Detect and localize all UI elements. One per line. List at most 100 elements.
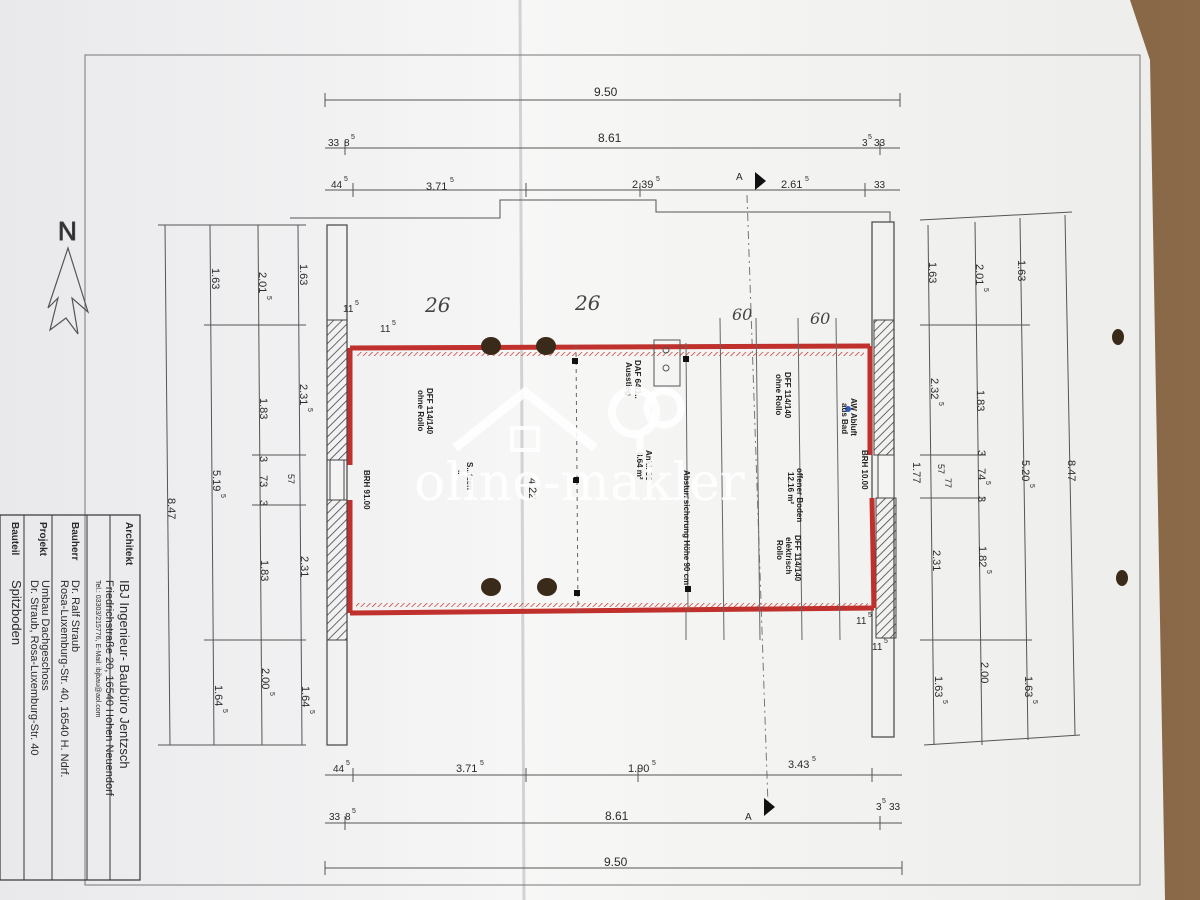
left-window-opening bbox=[329, 459, 345, 501]
dim-left-col3-c: 73 bbox=[257, 475, 269, 487]
dim-top-overall: 9.50 bbox=[594, 85, 618, 99]
watermark-window-icon bbox=[510, 426, 540, 452]
dim-left-col1-total: 8.47 bbox=[165, 498, 177, 519]
dim-bottom-right-a-sup: 5 bbox=[882, 798, 886, 805]
dim-bottom-left-b: 8 bbox=[345, 812, 351, 823]
dim-right-wall-b-sup: 5 bbox=[884, 638, 888, 645]
label-stuetzen-2: ... bbox=[456, 470, 465, 477]
label-stuetzen-1: S...tzen bbox=[465, 462, 474, 490]
title-bauteil-label: Bauteil bbox=[9, 522, 20, 556]
top-dimension-lines bbox=[324, 93, 901, 197]
dim-left-col4-e-sup: 5 bbox=[308, 710, 315, 714]
dim-left-wall-a: 11 bbox=[343, 304, 354, 315]
watermark-house-icon bbox=[452, 386, 598, 452]
dim-right-col3-c: 1.63 bbox=[1022, 676, 1034, 697]
north-arrow-icon bbox=[47, 246, 90, 335]
dim-right-col2-a: 2.01 bbox=[973, 264, 985, 285]
dim-top-seg3: 2.39 bbox=[632, 179, 653, 191]
dim-top-seg2-sup: 5 bbox=[450, 177, 454, 184]
right-dimension-lines bbox=[919, 211, 1081, 746]
title-bauherr-line1: Dr. Ralf Straub bbox=[69, 580, 81, 652]
column-marker bbox=[683, 356, 689, 362]
dim-left-wall-b-sup: 5 bbox=[392, 320, 396, 327]
dim-right-wall-a-sup: 5 bbox=[868, 612, 872, 619]
dim-bottom-right-b: 33 bbox=[889, 802, 901, 813]
dim-left-col3-small-1: 3 bbox=[257, 456, 269, 462]
dim-top-seg1: 44 bbox=[331, 180, 343, 191]
dim-bottom-seg2-sup: 5 bbox=[480, 760, 484, 767]
dim-right-col1-e: 1.63 bbox=[932, 676, 944, 697]
label-daf-1: DAF 64/1.. bbox=[633, 360, 642, 399]
right-window-opening bbox=[877, 454, 895, 499]
label-dff-el-1: DFF 114/140 bbox=[793, 535, 802, 582]
dim-top-left-a: 33 bbox=[328, 138, 340, 149]
label-brh-left: BRH 91.00 bbox=[362, 470, 371, 510]
dim-left-col2-a: 1.63 bbox=[209, 268, 221, 289]
title-architekt-line2: Friedrichstraße 20, 16540 Hohen Neuendor… bbox=[103, 580, 115, 797]
title-bauherr-line2: Rosa-Luxemburg-Str. 40, 16540 H. Ndrf. bbox=[58, 580, 70, 777]
dim-right-col3-c-sup: 5 bbox=[1031, 700, 1038, 704]
dim-left-col3-small-2: 3 bbox=[257, 500, 269, 506]
dim-top-left-b-sup: 5 bbox=[351, 134, 355, 141]
exhaust-marker bbox=[845, 406, 851, 412]
label-aw-2: aus Bad bbox=[840, 403, 849, 434]
dim-top-seg5: 33 bbox=[874, 180, 886, 191]
dim-left-col4-a: 1.63 bbox=[297, 264, 309, 285]
section-arrow-bottom bbox=[764, 798, 775, 816]
dim-top-seg4: 2.61 bbox=[781, 179, 802, 191]
column-marker bbox=[574, 590, 580, 596]
punch-hole bbox=[1112, 329, 1124, 345]
roof-hatch-knob-1 bbox=[662, 346, 670, 354]
dim-left-col3-a-sup: 5 bbox=[265, 296, 272, 300]
title-projekt-label: Projekt bbox=[37, 522, 48, 557]
dim-top-right-a-sup: 5 bbox=[868, 134, 872, 141]
punch-hole bbox=[536, 337, 556, 355]
right-wall-hatch-lower bbox=[875, 497, 897, 639]
dim-left-col4-c: 57 bbox=[286, 474, 296, 484]
title-projekt-line1: Umbau Dachgeschoss bbox=[39, 580, 51, 691]
dim-right-col2-e: 2.00 bbox=[978, 662, 990, 683]
dim-left-wall-b: 11 bbox=[380, 324, 391, 335]
watermark: ohne-makler bbox=[414, 386, 745, 513]
title-architekt-label: Architekt bbox=[123, 522, 134, 566]
dim-top-seg3-sup: 5 bbox=[656, 176, 660, 183]
dim-top-inner: 8.61 bbox=[598, 131, 622, 145]
dim-left-col2-b: 5.19 bbox=[210, 470, 222, 491]
dim-top-left-b: 8 bbox=[344, 138, 350, 149]
dim-bottom-seg2: 3.71 bbox=[456, 763, 477, 775]
title-bauteil-line1: Spitzboden bbox=[9, 580, 24, 645]
dim-left-col2-c-sup: 5 bbox=[221, 709, 228, 713]
dim-right-col2-b: 1.83 bbox=[974, 390, 986, 411]
dim-bottom-left-a: 33 bbox=[329, 812, 341, 823]
handwritten-a: 26 bbox=[424, 293, 451, 317]
section-arrow-top bbox=[755, 172, 766, 190]
roof-hatch-knob-2 bbox=[662, 364, 670, 372]
dim-bottom-seg1-sup: 5 bbox=[346, 760, 350, 767]
title-architekt-line1: IBJ Ingenieur- Baubüro Jentzsch bbox=[117, 580, 132, 769]
label-ankl-2: 8.64 m² bbox=[635, 452, 644, 480]
title-block: Architekt IBJ Ingenieur- Baubüro Jentzsc… bbox=[0, 514, 141, 881]
label-offener-2: 12.16 m² bbox=[786, 472, 795, 504]
dim-left-col2-c: 1.64 bbox=[212, 685, 224, 706]
label-ankl-1: Ankl. 36 bbox=[644, 450, 653, 481]
left-dimension-lines bbox=[158, 224, 306, 746]
dim-bottom-seg4-sup: 5 bbox=[812, 756, 816, 763]
north-arrow: N bbox=[47, 216, 90, 335]
left-gable-wall bbox=[326, 224, 348, 746]
paper-right-page bbox=[520, 0, 1165, 900]
label-brh-right: BRH 10.00 bbox=[860, 450, 869, 490]
handwritten-b: 26 bbox=[574, 291, 601, 315]
dim-right-col3-b: 5.20 bbox=[1019, 460, 1031, 481]
dim-left-col3-e: 2.00 bbox=[259, 668, 271, 689]
room-outline bbox=[347, 343, 877, 616]
title-projekt-line2: Dr. Straub, Rosa-Luxemburg-Str. 40 bbox=[28, 580, 40, 755]
dim-left-col4-d: 2.31 bbox=[298, 556, 310, 577]
dim-bottom-seg1: 44 bbox=[333, 764, 345, 775]
dim-bottom-overall: 9.50 bbox=[604, 855, 628, 869]
label-dff-left-1: DFF 114/140 bbox=[425, 388, 434, 435]
dim-right-col2-small-2: 3 bbox=[975, 496, 987, 502]
right-wall-hatch-upper bbox=[873, 319, 895, 456]
left-wall-hatch-upper bbox=[326, 319, 348, 461]
dim-right-col2-c-sup: 5 bbox=[984, 481, 991, 485]
